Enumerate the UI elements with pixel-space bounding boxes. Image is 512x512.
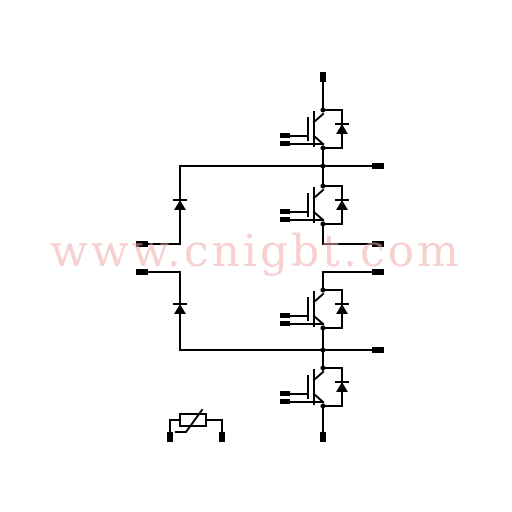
terminal-pin bbox=[372, 163, 384, 169]
terminal-pin bbox=[320, 72, 326, 82]
thermistor bbox=[169, 408, 223, 439]
igbt-transistor bbox=[289, 367, 349, 407]
terminal-pin bbox=[280, 391, 290, 396]
terminal-pins bbox=[136, 72, 384, 442]
gate-wires bbox=[289, 143, 324, 403]
terminal-pin bbox=[280, 209, 290, 214]
terminal-pin bbox=[280, 313, 290, 318]
terminal-pin bbox=[167, 432, 173, 442]
igbt-transistor bbox=[289, 185, 349, 225]
terminal-pin bbox=[280, 133, 290, 138]
terminal-pin bbox=[320, 432, 326, 442]
terminal-pin bbox=[372, 347, 384, 353]
terminal-pin bbox=[219, 432, 225, 442]
terminal-pin bbox=[280, 399, 290, 404]
output-wires bbox=[179, 165, 379, 351]
terminal-pin bbox=[136, 241, 148, 247]
terminal-pin bbox=[136, 269, 148, 275]
junction-dots bbox=[320, 107, 326, 409]
diode bbox=[173, 199, 187, 210]
terminal-pin bbox=[280, 217, 290, 222]
terminal-pin bbox=[280, 321, 290, 326]
diode bbox=[173, 303, 187, 314]
igbt-transistor bbox=[289, 109, 349, 149]
diode-branch-wires bbox=[139, 165, 181, 351]
terminal-pin bbox=[372, 269, 384, 275]
igbt-transistor bbox=[289, 289, 349, 329]
terminal-pin bbox=[280, 141, 290, 146]
terminal-pin bbox=[372, 241, 384, 247]
